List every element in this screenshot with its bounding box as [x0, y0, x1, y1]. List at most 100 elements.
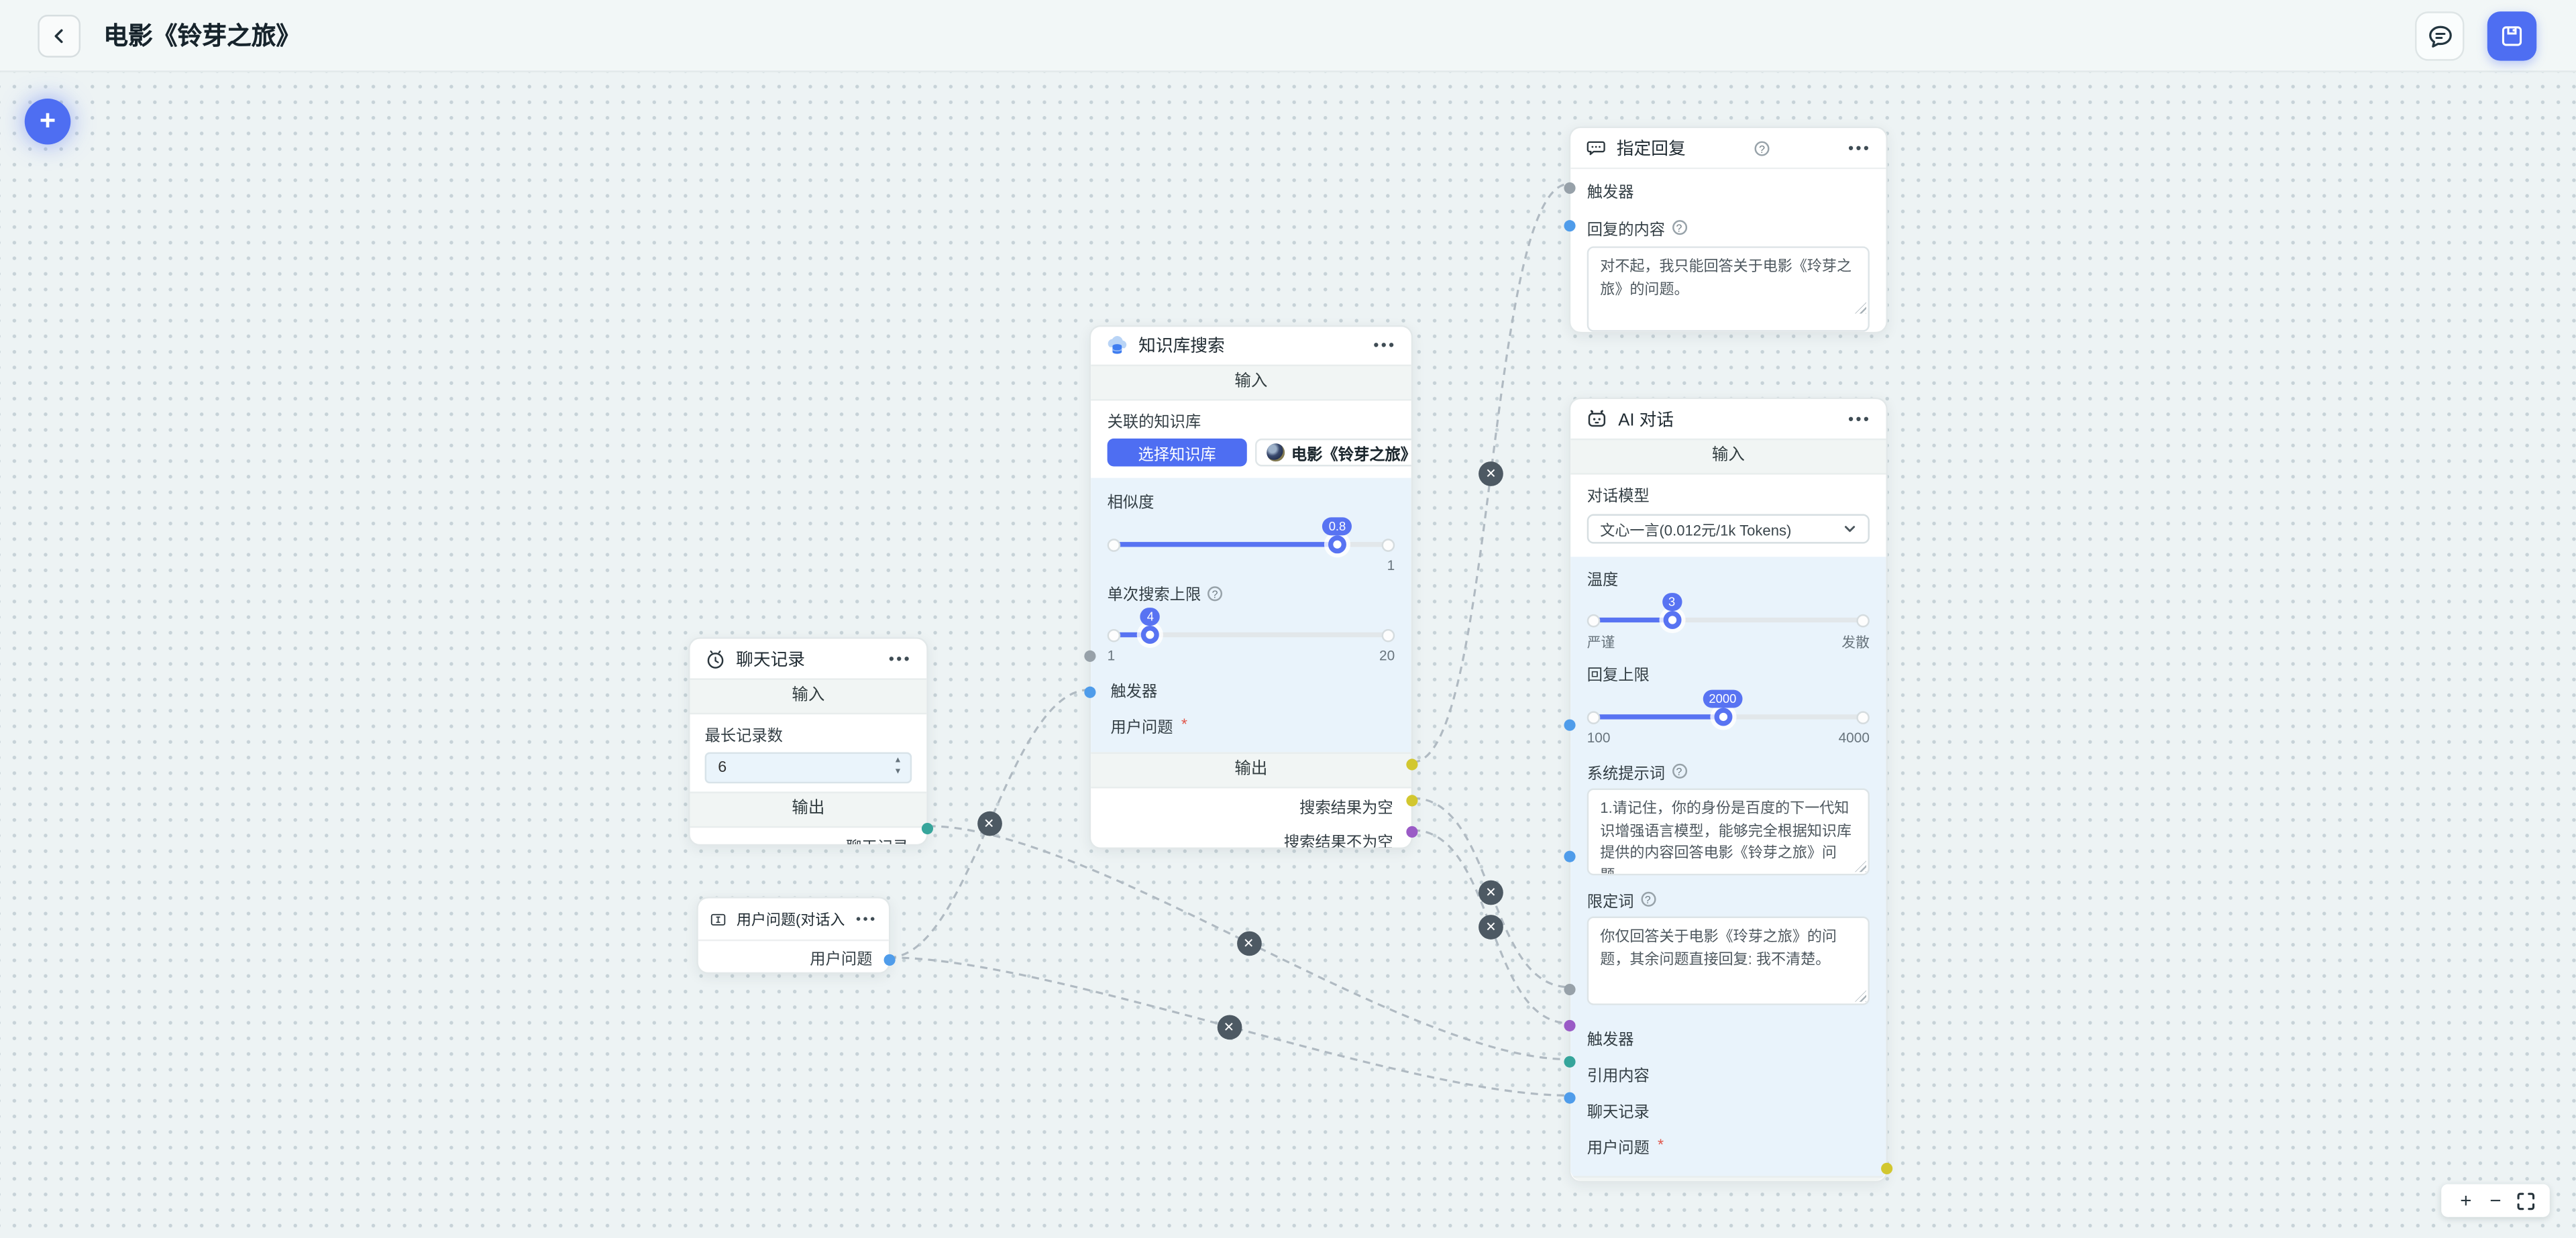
reply-limit-slider[interactable]: 2000: [1587, 689, 1870, 726]
node-header[interactable]: 用户问题(对话入口) •••: [698, 898, 889, 942]
help-icon[interactable]: ?: [1208, 585, 1223, 601]
node-user-question[interactable]: 用户问题(对话入口) ••• 用户问题: [696, 897, 896, 974]
max-records-input[interactable]: 6 ▲▼: [704, 752, 912, 784]
topbar-actions: [2415, 11, 2537, 61]
input-port-system-prompt[interactable]: [1564, 719, 1576, 731]
kb-params: 相似度 0.8 1 单次搜索上限 ? 4: [1091, 477, 1411, 752]
out-empty-label: 搜索结果为空: [1299, 799, 1393, 818]
temp-max-label: 发散: [1841, 634, 1870, 651]
zoom-out-button[interactable]: −: [2489, 1189, 2502, 1213]
more-menu-icon[interactable]: •••: [1848, 138, 1872, 156]
output-row: 用户问题: [698, 941, 889, 972]
trigger-label: 触发器: [1587, 183, 1634, 202]
input-port-qualifier[interactable]: [1564, 850, 1576, 862]
kb-buttons-row: 选择知识库 电影《铃芽之旅》: [1107, 438, 1411, 467]
more-menu-icon[interactable]: •••: [1373, 337, 1397, 353]
node-chat-history[interactable]: 聊天记录 ••• 输入 最长记录数 6 ▲▼ 输出 聊天记录: [688, 637, 934, 846]
output-section-header: 输出: [1570, 1176, 1886, 1181]
node-chat-history-body: 聊天记录 ••• 输入 最长记录数 6 ▲▼ 输出 聊天记录: [690, 638, 927, 844]
edge-delete-button[interactable]: ✕: [1236, 930, 1261, 956]
slider-thumb[interactable]: [1662, 611, 1681, 629]
system-prompt-textarea[interactable]: 1.请记住，你的身份是百度的下一代知识增强语言模型，能够完全根据知识库提供的内容…: [1587, 788, 1870, 876]
slider-thumb[interactable]: [1328, 535, 1346, 554]
limit-label-row: 单次搜索上限 ?: [1108, 581, 1395, 604]
user-question-row: 用户问题*: [1587, 1135, 1870, 1158]
similarity-slider[interactable]: 0.8: [1107, 517, 1395, 554]
edge-delete-button[interactable]: ✕: [1479, 880, 1503, 905]
limit-value-badge: 4: [1140, 608, 1161, 626]
add-node-button[interactable]: +: [24, 98, 71, 145]
more-menu-icon[interactable]: •••: [889, 649, 912, 667]
user-question-label: 用户问题: [1110, 718, 1173, 737]
edge-delete-button[interactable]: ✕: [1479, 914, 1503, 940]
node-ai-chat[interactable]: AI 对话 ••• 输入 对话模型 文心一言(0.012元/1k Tokens)…: [1564, 397, 1893, 1183]
required-mark: *: [1181, 716, 1187, 734]
help-icon[interactable]: ?: [1640, 891, 1656, 907]
temperature-value-badge: 3: [1662, 593, 1682, 612]
output-row: 聊天记录: [690, 828, 927, 844]
node-fixed-reply[interactable]: 指定回复 ? ••• 触发器 回复的内容 ? 对不起，我只能回答关于电影《玲芽之…: [1564, 126, 1888, 334]
temperature-slider[interactable]: 3: [1587, 593, 1870, 629]
chat-history-row: 聊天记录: [1587, 1099, 1870, 1121]
node-header[interactable]: 聊天记录 •••: [690, 638, 927, 679]
model-select[interactable]: 文心一言(0.012元/1k Tokens): [1587, 514, 1870, 544]
slider-thumb[interactable]: [1141, 626, 1160, 644]
output-label: 用户问题: [810, 950, 873, 969]
input-port-trigger[interactable]: [1084, 649, 1096, 661]
slider-thumb[interactable]: [1713, 708, 1732, 726]
temperature-minmax-row: 严谨 发散: [1587, 632, 1870, 652]
limit-minmax-row: 1 20: [1108, 647, 1395, 663]
preview-chat-button[interactable]: [2415, 11, 2465, 61]
similarity-max-row: 1: [1108, 557, 1395, 573]
zoom-in-button[interactable]: +: [2460, 1189, 2472, 1213]
help-icon[interactable]: ?: [1754, 140, 1770, 156]
kb-chip[interactable]: 电影《铃芽之旅》: [1255, 438, 1411, 467]
system-prompt-label-row: 系统提示词 ?: [1587, 761, 1870, 783]
kb-poster-image: [1267, 443, 1285, 462]
node-user-question-body: 用户问题(对话入口) ••• 用户问题: [698, 898, 889, 972]
fit-view-button[interactable]: [2510, 1184, 2540, 1217]
input-section-header: 输入: [1570, 438, 1886, 475]
node-header[interactable]: 知识库搜索 •••: [1091, 327, 1411, 365]
back-button[interactable]: [38, 13, 81, 57]
number-stepper[interactable]: ▲▼: [894, 755, 902, 777]
trigger-row: 触发器: [1587, 177, 1870, 202]
edge-delete-button[interactable]: ✕: [1479, 460, 1503, 486]
output-port-reference[interactable]: [1406, 826, 1418, 838]
fit-view-icon: [2516, 1192, 2534, 1210]
kb-select-group: 关联的知识库 选择知识库 电影《铃芽之旅》: [1091, 400, 1411, 478]
help-icon[interactable]: ?: [1671, 763, 1686, 779]
reply-bubble-icon: [1587, 140, 1605, 155]
node-kb-search-body: 知识库搜索 ••• 输入 关联的知识库 选择知识库 电影《铃芽之旅》 相似度: [1091, 327, 1411, 848]
reply-limit-label: 回复上限: [1587, 667, 1650, 685]
node-title: 用户问题(对话入口): [736, 911, 847, 928]
more-menu-icon[interactable]: •••: [1848, 410, 1872, 427]
node-header[interactable]: 指定回复 ? •••: [1570, 128, 1886, 170]
model-value: 文心一言(0.012元/1k Tokens): [1600, 521, 1792, 539]
node-title: 聊天记录: [736, 649, 806, 669]
user-question-row: 用户问题 *: [1108, 714, 1395, 737]
edge-delete-button[interactable]: ✕: [1216, 1014, 1242, 1039]
node-fixed-reply-body: 指定回复 ? ••• 触发器 回复的内容 ? 对不起，我只能回答关于电影《玲芽之…: [1570, 128, 1886, 332]
trigger-label: 触发器: [1110, 682, 1158, 701]
ai-params: 温度 3 严谨 发散 回复上限 2000: [1570, 557, 1886, 1176]
trigger-row: 触发器: [1108, 678, 1395, 701]
qualifier-label-row: 限定词 ?: [1587, 889, 1870, 911]
qualifier-label: 限定词: [1587, 893, 1634, 911]
output-row-not-empty: 搜索结果不为空: [1091, 823, 1411, 848]
save-button[interactable]: [2487, 11, 2537, 61]
limit-min: 1: [1107, 646, 1116, 664]
chat-bubble-icon: [2428, 25, 2451, 47]
output-port-reply-end[interactable]: [1881, 1162, 1893, 1175]
kb-label: 关联的知识库: [1107, 414, 1201, 433]
node-header[interactable]: AI 对话 •••: [1570, 399, 1886, 439]
limit-slider[interactable]: 4: [1107, 608, 1395, 644]
more-menu-icon[interactable]: •••: [856, 910, 877, 926]
edge-delete-button[interactable]: ✕: [976, 811, 1002, 836]
select-kb-button[interactable]: 选择知识库: [1107, 438, 1247, 467]
qualifier-textarea[interactable]: 你仅回答关于电影《玲芽之旅》的问题，其余问题直接回复: 我不清楚。: [1587, 916, 1870, 1005]
help-icon[interactable]: ?: [1671, 220, 1686, 235]
save-floppy-icon: [2502, 26, 2522, 46]
node-kb-search[interactable]: 知识库搜索 ••• 输入 关联的知识库 选择知识库 电影《铃芽之旅》 相似度: [1084, 325, 1418, 850]
reply-content-textarea[interactable]: 对不起，我只能回答关于电影《玲芽之旅》的问题。: [1587, 246, 1870, 332]
